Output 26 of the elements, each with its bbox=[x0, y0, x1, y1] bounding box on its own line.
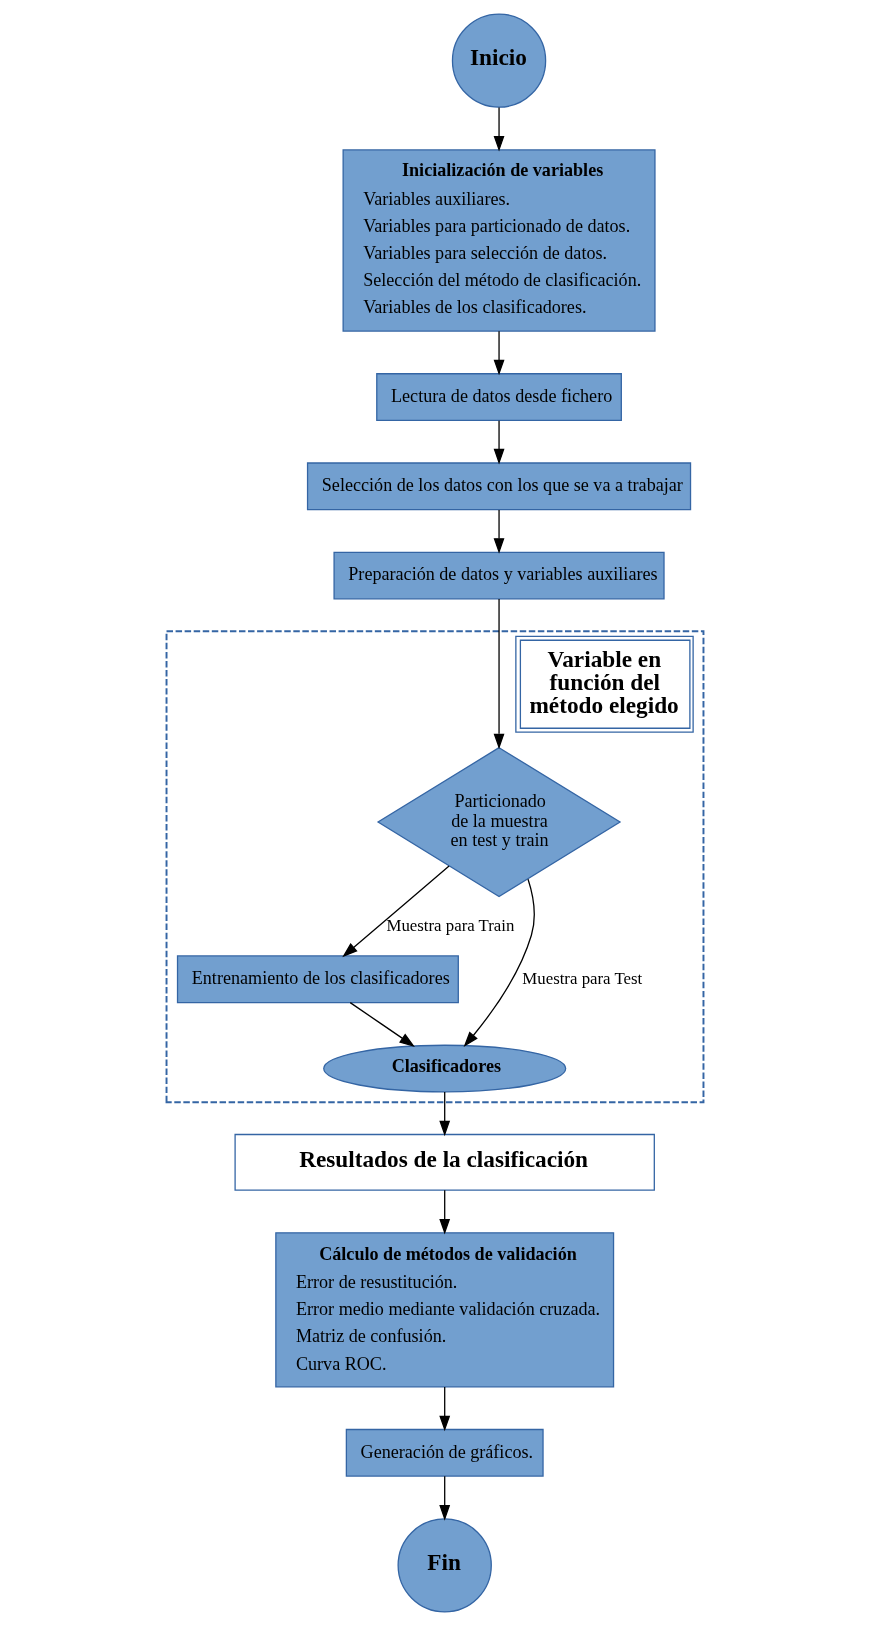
node-box: Inicialización de variables Variables auxiliares. Variables para particionado de datos. Variables para selección de datos. Selección del método de clasificación. Variables de los clasificadores. bbox=[342, 149, 656, 332]
edge-label: Muestra para Test bbox=[522, 968, 643, 988]
arrow bbox=[493, 106, 505, 152]
node-box: Selección de los datos con los que se va a trabajar bbox=[306, 462, 692, 511]
node-box: Resultados de la clasificación bbox=[234, 1133, 655, 1191]
arrow bbox=[349, 1002, 415, 1047]
node-box: Preparación de datos y variables auxiliares bbox=[333, 551, 665, 600]
node-ellipse: Clasificadores bbox=[323, 1044, 567, 1093]
arrow bbox=[439, 1091, 451, 1137]
arrow bbox=[439, 1475, 451, 1521]
arrow bbox=[463, 878, 535, 1047]
arrow bbox=[342, 865, 450, 958]
arrow bbox=[493, 420, 505, 465]
arrow bbox=[493, 509, 505, 554]
node-box: Entrenamiento de los clasificadores bbox=[176, 955, 459, 1004]
node-circle: Fin bbox=[397, 1518, 492, 1613]
arrow bbox=[439, 1386, 451, 1432]
arrow bbox=[439, 1189, 451, 1235]
arrow bbox=[493, 330, 505, 376]
node-box: Lectura de datos desde fichero bbox=[376, 373, 622, 421]
node-circle: Inicio bbox=[451, 13, 547, 108]
edge-label: Muestra para Train bbox=[386, 915, 515, 935]
node-diamond: Particionado de la muestra en test y train bbox=[376, 746, 622, 898]
node-box: Generación de gráficos. bbox=[345, 1428, 544, 1477]
arrow bbox=[493, 598, 505, 750]
node-box: Cálculo de métodos de validación Error de resustitución. Error medio mediante validación cruzada. Matriz de confusión. Curva ROC. bbox=[275, 1232, 615, 1388]
